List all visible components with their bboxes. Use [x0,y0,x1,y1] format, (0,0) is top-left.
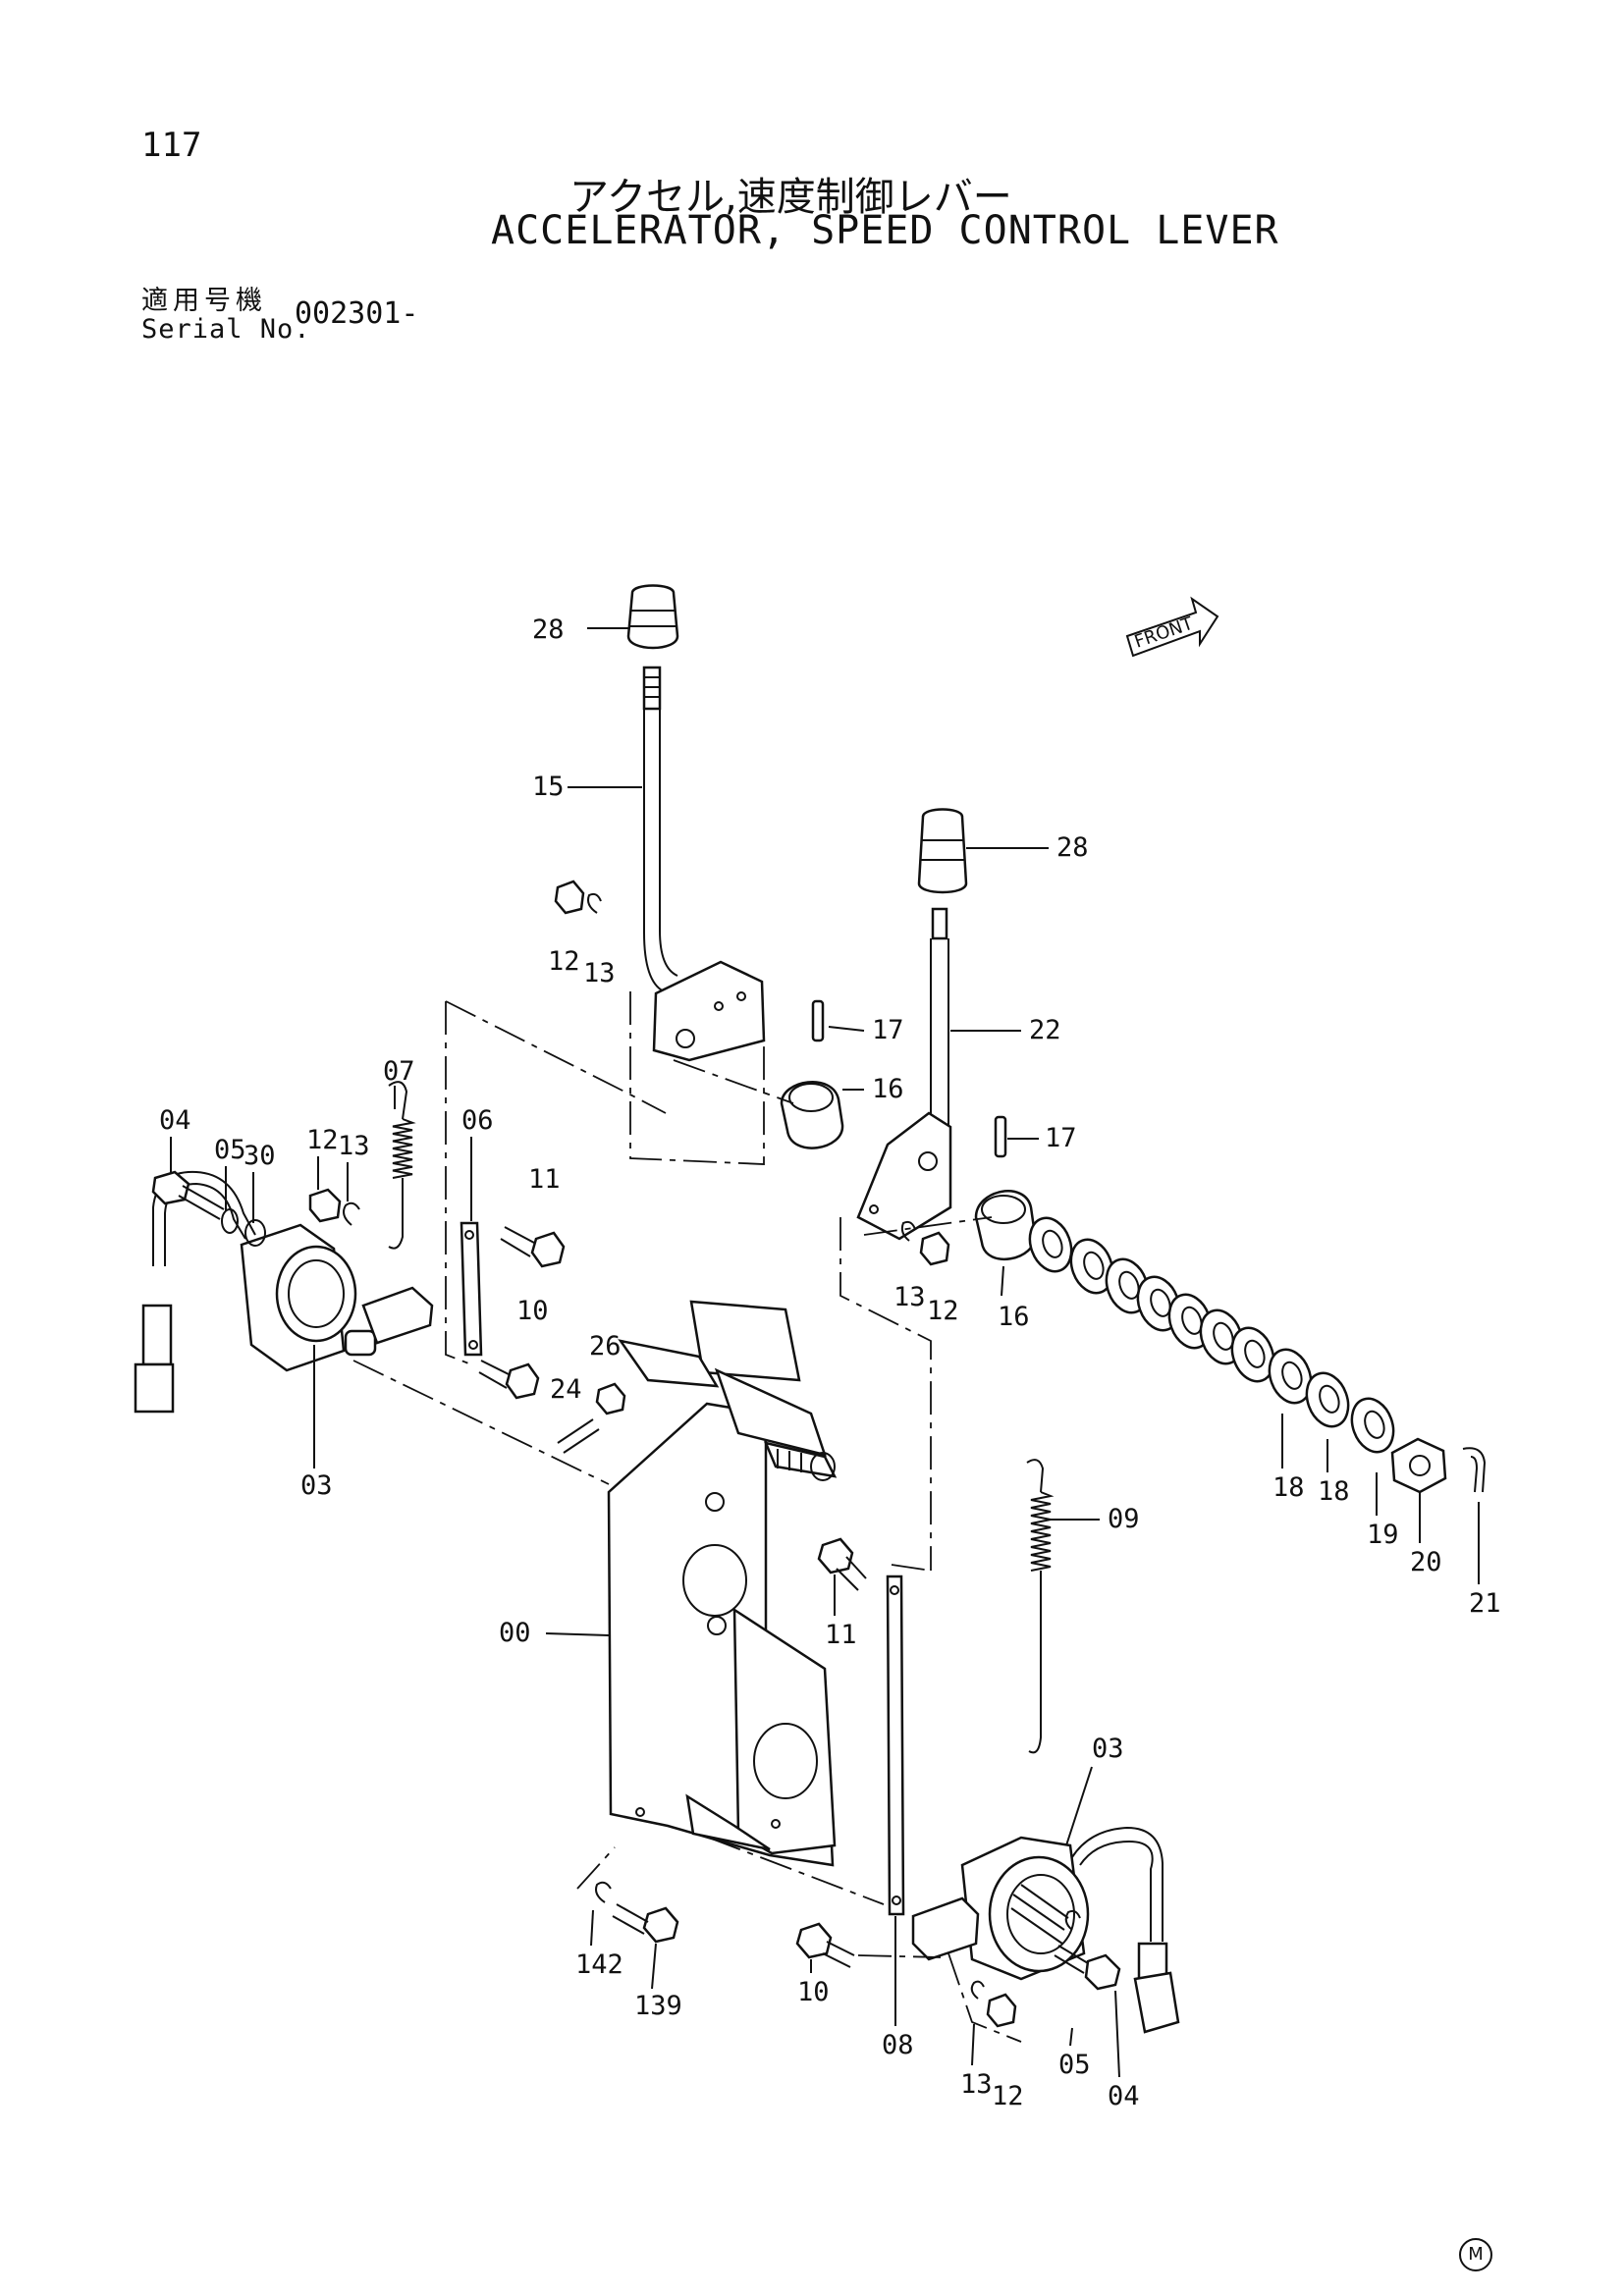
callout-24: 24 [550,1374,582,1405]
callout-12: 12 [548,946,580,977]
leader-line [971,2023,975,2066]
callout-00: 00 [499,1618,531,1648]
callout-05: 05 [214,1135,246,1165]
washer-hole [1118,1270,1140,1300]
callout-10: 10 [797,1977,830,2007]
washer-hole [1150,1288,1171,1317]
title-english: ACCELERATOR, SPEED CONTROL LEVER [491,208,1279,253]
washer [1350,1397,1395,1454]
washer-hole [1042,1229,1063,1258]
leader-line [590,1909,594,1947]
links-and-springs [388,1081,1055,1916]
title-japanese: アクセル,速度制御レバー [569,175,1012,220]
callout-11: 11 [825,1620,857,1650]
callout-16: 16 [998,1302,1030,1332]
callout-15: 15 [532,772,565,802]
right-lever-assembly [856,808,968,1241]
callout-22: 22 [1029,1015,1061,1045]
callout-16: 16 [872,1074,904,1104]
front-label: FRONT [1132,614,1197,653]
washer [1028,1216,1073,1273]
washer [1268,1348,1313,1405]
washer-hole [1319,1384,1340,1414]
serial-number-value: 002301- [295,296,419,331]
callout-21: 21 [1469,1588,1501,1619]
callout-19: 19 [1367,1520,1399,1550]
leader-line [1069,2027,1073,2047]
washer-hole [1281,1361,1303,1390]
callout-26: 26 [589,1331,622,1362]
callout-04: 04 [1108,2081,1140,2111]
callout-139: 139 [634,1991,682,2021]
left-lever-assembly [626,584,766,1062]
leader-line [651,1943,657,1990]
callout-12: 12 [306,1125,339,1155]
castle-nut-and-cotter-pin [1390,1437,1487,1494]
page-number: 117 [141,126,202,165]
callout-13: 13 [338,1131,370,1161]
front-arrow-icon: FRONT [1125,596,1219,658]
leader-line [1001,1265,1004,1297]
serial-label-japanese: 適用号機 [141,286,267,316]
callout-03: 03 [300,1470,333,1501]
callout-17: 17 [872,1015,904,1045]
callout-09: 09 [1108,1504,1140,1534]
callout-12: 12 [992,2081,1024,2111]
callout-18: 18 [1318,1476,1350,1507]
callout-07: 07 [383,1056,415,1087]
callout-11: 11 [528,1164,561,1195]
callout-06: 06 [461,1105,494,1136]
callout-28: 28 [1056,832,1089,863]
leader-line [828,1026,865,1032]
washer-hole [1213,1321,1234,1351]
washer-stack [1028,1216,1395,1454]
leader-line [1065,1766,1093,1846]
callout-17: 17 [1045,1123,1077,1153]
callout-30: 30 [244,1141,276,1171]
washer [1230,1326,1275,1383]
callout-142: 142 [575,1949,623,1980]
leader-line [545,1632,610,1636]
washer-hole [1244,1339,1266,1368]
callout-05: 05 [1058,2050,1091,2080]
washer-hole [1364,1410,1385,1439]
callout-28: 28 [532,614,565,645]
left-sensor-assembly [134,1170,434,1414]
callout-03: 03 [1092,1734,1124,1764]
callout-04: 04 [159,1105,191,1136]
callout-08: 08 [882,2030,914,2060]
callout-18: 18 [1272,1472,1305,1503]
pins-and-collars [780,999,1037,1260]
callout-10: 10 [516,1296,549,1326]
washer-hole [1083,1251,1105,1280]
assembly-lines [352,991,1022,2043]
callout-13: 13 [960,2069,993,2100]
main-bracket [607,1300,838,1867]
callout-13: 13 [893,1282,926,1312]
callout-13: 13 [583,958,616,988]
washer-hole [1181,1306,1203,1335]
fasteners [478,880,950,1968]
washer [1305,1371,1350,1428]
right-sensor-assembly [911,1826,1180,2034]
serial-label-english: Serial No. [141,314,311,345]
leader-line [1114,1990,1120,2078]
callout-20: 20 [1410,1547,1442,1577]
callout-12: 12 [927,1296,959,1326]
manufacturer-mark: M [1459,2238,1492,2271]
washer [1069,1238,1114,1295]
